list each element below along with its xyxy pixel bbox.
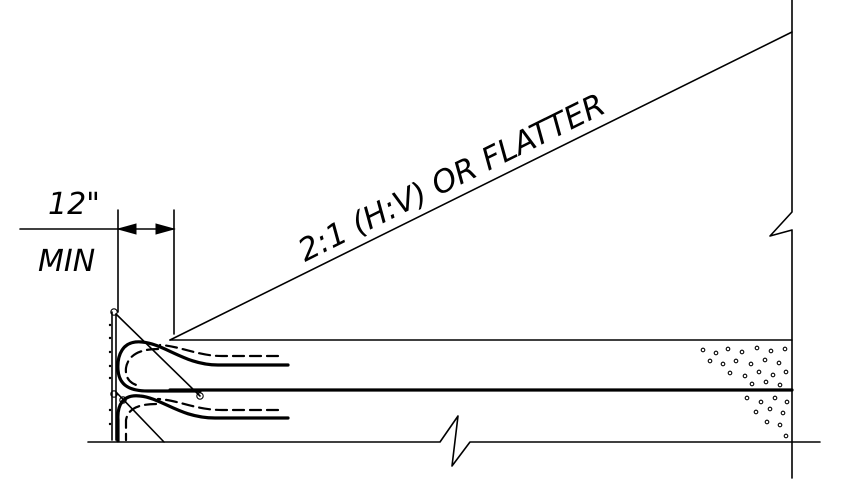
right-boundary-line bbox=[769, 0, 793, 479]
aggregate-fill-pattern bbox=[700, 345, 790, 439]
face-diagonal-upper bbox=[115, 313, 201, 397]
dimension-value: 12" bbox=[48, 187, 100, 222]
face-stipple bbox=[108, 323, 112, 426]
slope-label: 2:1 (H:V) OR FLATTER bbox=[293, 87, 611, 269]
slope-line bbox=[169, 31, 793, 341]
lower-geotextile-wrap bbox=[116, 388, 292, 443]
upper-geotextile-wrap bbox=[116, 340, 290, 393]
anchor-pins bbox=[110, 308, 204, 404]
dimension-qualifier: MIN bbox=[38, 244, 95, 279]
ground-line bbox=[87, 415, 821, 467]
wall-face bbox=[111, 311, 117, 441]
dimension-12in-min bbox=[19, 209, 176, 335]
